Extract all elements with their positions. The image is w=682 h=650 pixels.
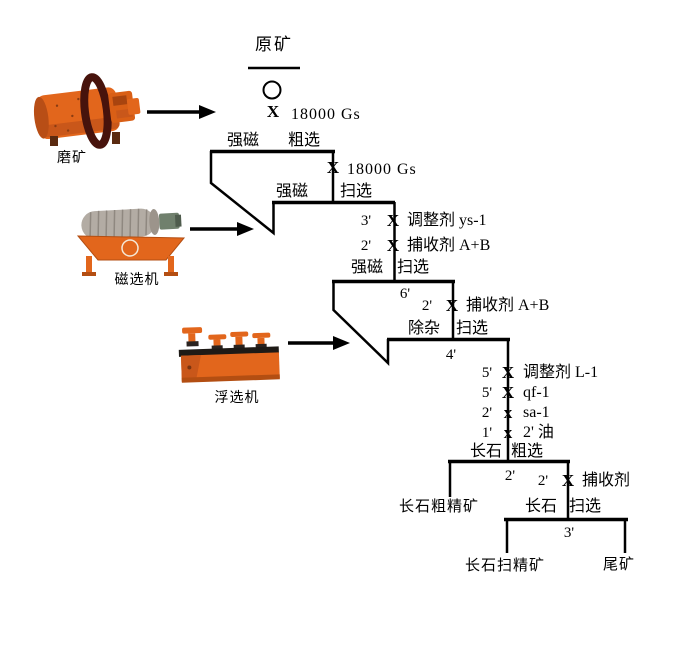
reagent3-name: 捕收剂 A+B (466, 297, 550, 314)
reagent7-x: x (503, 423, 513, 442)
flotation-machine-label: 浮选机 (214, 391, 260, 406)
ball-mill-arrow (147, 105, 216, 119)
field-mark-2-value: 18000 Gs (347, 161, 417, 178)
field-mark-1-x: X (266, 102, 280, 121)
magnetic-separator-label: 磁选机 (114, 273, 160, 288)
cascade-step-2 (332, 281, 390, 366)
flotation-machine-arrow (288, 336, 350, 350)
stage2-process-label: 强磁 (275, 183, 309, 200)
ball-mill-label: 磨矿 (57, 151, 87, 166)
stage6-time: 3' (563, 525, 575, 541)
feed-node-circle (262, 80, 282, 100)
reagent2-time: 2' (360, 238, 372, 254)
reagent7-name: 2' 油 (523, 424, 554, 441)
reagent3-x: X (445, 296, 459, 315)
stage3-operation-label: 扫选 (396, 259, 430, 276)
reagent5-x: X (501, 383, 515, 402)
stage2-operation-label: 扫选 (339, 183, 373, 200)
product-coarse-concentrate: 长石粗精矿 (398, 499, 480, 515)
stage3-time: 6' (399, 286, 411, 302)
magnetic-separator-arrow (190, 222, 254, 236)
stage4-operation-label: 扫选 (455, 320, 489, 337)
magnetic-separator-image (76, 208, 186, 276)
reagent6-name: sa-1 (523, 404, 550, 421)
reagent2-name: 捕收剂 A+B (407, 237, 491, 254)
reagent7-time: 1' (481, 425, 493, 441)
product-scavenger-concentrate: 长石扫精矿 (464, 558, 546, 574)
reagent4-name: 调整剂 L-1 (523, 364, 599, 381)
stage1-operation-label: 粗选 (287, 132, 321, 149)
reagent5-time: 5' (481, 385, 493, 401)
stage4-process-label: 除杂 (407, 320, 441, 337)
stage5-time: 2' (504, 468, 516, 484)
reagent6-x: x (503, 403, 513, 422)
stage5-process-label: 长石 (469, 443, 503, 460)
reagent8-time: 2' (537, 473, 549, 489)
flotation-machine-image (178, 327, 280, 383)
feed-label: 原矿 (255, 35, 293, 54)
reagent8-x: X (561, 471, 575, 490)
stage4-time: 4' (445, 347, 457, 363)
field-mark-1-value: 18000 Gs (291, 106, 361, 123)
reagent1-x: X (386, 211, 400, 230)
stage6-operation-label: 扫选 (568, 498, 602, 515)
product-tailings: 尾矿 (602, 557, 636, 573)
reagent5-name: qf-1 (523, 384, 550, 401)
stage5-operation-label: 粗选 (510, 443, 544, 460)
reagent1-name: 调整剂 ys-1 (407, 212, 487, 229)
stage6-process-label: 长石 (524, 498, 558, 515)
reagent4-x: X (501, 363, 515, 382)
stage3-process-label: 强磁 (350, 259, 384, 276)
reagent3-time: 2' (421, 298, 433, 314)
reagent6-time: 2' (481, 405, 493, 421)
reagent2-x: X (386, 236, 400, 255)
reagent1-time: 3' (360, 213, 372, 229)
reagent4-time: 5' (481, 365, 493, 381)
field-mark-2-x: X (326, 158, 340, 177)
ball-mill-image (33, 73, 141, 149)
reagent8-name: 捕收剂 (582, 472, 631, 489)
stage1-process-label: 强磁 (226, 132, 260, 149)
cascade-step-1 (209, 151, 275, 236)
